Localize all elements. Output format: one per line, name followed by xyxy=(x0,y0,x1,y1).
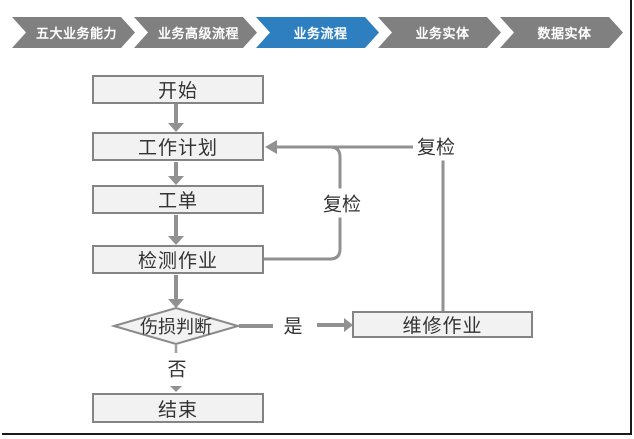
flow-node-start: 开始 xyxy=(92,75,264,104)
edge-decision-yes xyxy=(239,323,344,328)
flow-node-decision-label: 伤损判断 xyxy=(140,317,212,337)
decision-diamond xyxy=(110,306,242,346)
edge-label-yes: 是 xyxy=(283,316,303,338)
flow-node-plan: 工作计划 xyxy=(92,132,264,161)
edge-recheck-outer xyxy=(276,145,445,311)
flow-node-inspect: 检测作业 xyxy=(92,245,264,274)
nav-step-business-entity[interactable]: 业务实体 xyxy=(378,17,501,48)
nav-step-five-capabilities[interactable]: 五大业务能力 xyxy=(12,17,135,48)
nav-step-high-level-process[interactable]: 业务高级流程 xyxy=(134,17,257,48)
nav-step-data-entity[interactable]: 数据实体 xyxy=(500,17,623,48)
page-border-right xyxy=(630,0,632,435)
flow-node-end: 结束 xyxy=(92,393,264,423)
edge-label-recheck-outer: 复检 xyxy=(412,131,460,161)
edge-label-no: 否 xyxy=(167,359,187,381)
arrowheads xyxy=(168,123,353,392)
edge-label-recheck-inner: 复检 xyxy=(318,188,366,218)
flow-node-order: 工单 xyxy=(92,185,264,214)
nav-step-business-process-active[interactable]: 业务流程 xyxy=(256,17,379,48)
flow-node-repair: 维修作业 xyxy=(352,311,533,338)
page-border-bottom xyxy=(2,433,632,435)
